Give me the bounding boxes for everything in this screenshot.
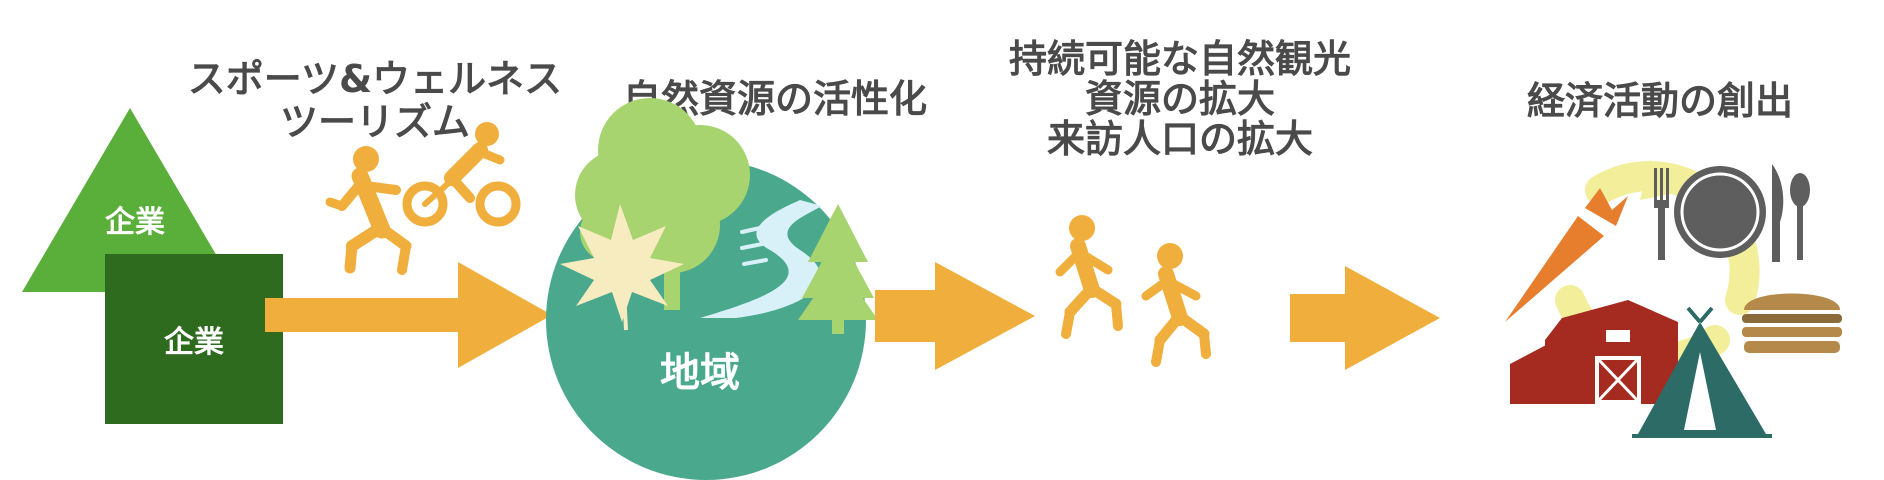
sustainable-tourism-line1: 持続可能な自然観光: [1008, 37, 1351, 81]
tent-icon: [1632, 306, 1772, 438]
arrow-1: [265, 262, 552, 368]
river-wave-lines: [740, 226, 768, 266]
tree-icon: [575, 98, 750, 310]
arrow-2: [875, 262, 1035, 370]
economic-activity-heading: 経済活動の創出: [1526, 79, 1793, 123]
company-bottom-label: 企業: [164, 325, 224, 360]
knife-icon: [1772, 164, 1784, 262]
sustainable-tourism-heading: 持続可能な自然観光 資源の拡大 来訪人口の拡大: [980, 37, 1380, 161]
sports-tourism-line1: スポーツ&ウェルネス: [187, 57, 563, 101]
company-square: [105, 254, 283, 424]
region-label: 地域: [660, 350, 740, 396]
spoon-icon: [1790, 173, 1810, 260]
swirl-arrow: [1640, 160, 1690, 200]
cyclist-icon: [402, 122, 521, 227]
walker-icon: [1055, 215, 1123, 339]
maple-leaf-icon: [560, 204, 684, 331]
sports-tourism-line2: ツーリズム: [279, 99, 470, 144]
pine-tree-icon: [798, 204, 878, 334]
plate-icon: [1674, 166, 1766, 258]
walker-icon: [1141, 243, 1211, 367]
runner-icon: [325, 146, 412, 275]
sustainable-tourism-line2: 資源の拡大: [1084, 76, 1275, 121]
company-top-label: 企業: [105, 205, 165, 240]
fork-icon: [1654, 168, 1669, 260]
arrow-3: [1290, 266, 1440, 370]
sustainable-tourism-line3: 来訪人口の拡大: [1046, 116, 1313, 161]
sports-tourism-heading: スポーツ&ウェルネス ツーリズム: [180, 58, 570, 143]
carrot-icon: [1505, 188, 1628, 322]
barn-icon: [1510, 300, 1678, 404]
burger-icon: [1742, 293, 1842, 353]
company-triangle: [22, 108, 238, 292]
river-icon: [700, 200, 822, 318]
